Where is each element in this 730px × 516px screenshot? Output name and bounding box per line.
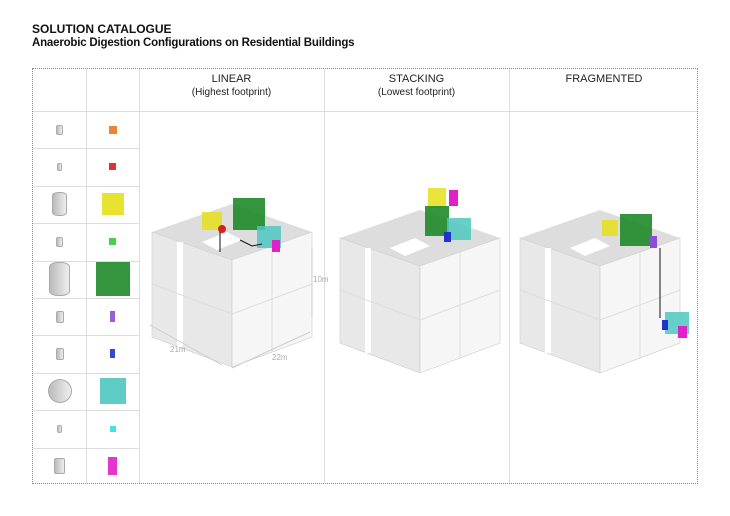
legend-color-box-icon	[86, 298, 139, 335]
column-title: LINEAR	[211, 73, 252, 85]
column-header-stacking: STACKING (Lowest footprint)	[324, 73, 509, 99]
legend-color-box-icon	[86, 261, 139, 298]
column-title: FRAGMENTED	[565, 73, 643, 85]
column-header-linear: LINEAR (Highest footprint)	[139, 73, 324, 99]
dimension-width: 21m	[170, 345, 186, 354]
column-subtitle: (Highest footprint)	[191, 87, 272, 98]
legend-component-small2-icon	[33, 410, 86, 447]
column-title: STACKING	[388, 73, 445, 85]
title: SOLUTION CATALOGUE	[32, 22, 172, 36]
legend-component-sphere-icon	[33, 373, 86, 410]
subtitle: Anaerobic Digestion Configurations on Re…	[32, 37, 355, 49]
building-linear: 21m 22m 10m	[150, 164, 329, 368]
legend-color-box-icon	[86, 448, 139, 485]
legend-component-tube-icon	[33, 335, 86, 372]
legend-component-bend-icon	[33, 111, 86, 148]
dimension-height: 10m	[313, 275, 329, 284]
legend-color-box-icon	[86, 373, 139, 410]
legend-color-box-icon	[86, 186, 139, 223]
legend-component-pin-icon	[33, 298, 86, 335]
legend-color-box-icon	[86, 223, 139, 260]
column-subtitle: (Lowest footprint)	[377, 87, 456, 98]
building-stacking	[340, 170, 500, 373]
legend-color-box-icon	[86, 111, 139, 148]
legend-component-pipe-icon	[33, 223, 86, 260]
legend-component-cyl-icon	[33, 186, 86, 223]
column-header-fragmented: FRAGMENTED	[509, 73, 699, 86]
legend-component-small-icon	[33, 148, 86, 185]
legend-color-box-icon	[86, 148, 139, 185]
legend-color-box-icon	[86, 335, 139, 372]
legend-component-bigcyl-icon	[33, 261, 86, 298]
dimension-depth: 22m	[272, 353, 288, 362]
building-fragmented	[520, 170, 689, 373]
legend-component-bracket-icon	[33, 448, 86, 485]
catalogue-table: LINEAR (Highest footprint) STACKING (Lowes…	[32, 68, 698, 484]
legend-color-box-icon	[86, 410, 139, 447]
